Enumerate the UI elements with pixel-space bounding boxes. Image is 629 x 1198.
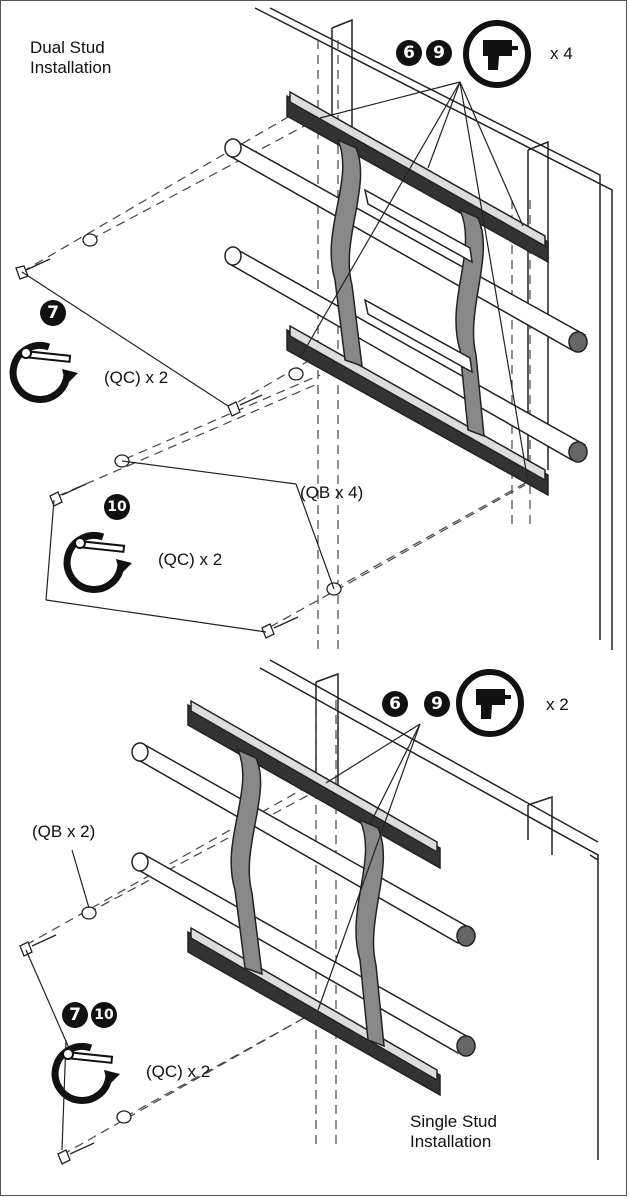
dual-step-9: 9	[426, 40, 452, 66]
dual-step-10: 10	[104, 494, 130, 520]
single-title: Single Stud Installation	[410, 1112, 497, 1152]
dual-wrench2-qty: (QC) x 2	[158, 550, 223, 569]
dual-mount	[286, 90, 549, 497]
wrench-rotate-icon	[13, 345, 78, 399]
single-title-line2: Installation	[410, 1132, 492, 1151]
dual-title-line1: Dual Stud	[30, 38, 105, 57]
single-title-line1: Single Stud	[410, 1112, 497, 1131]
dual-title: Dual Stud Installation	[30, 38, 111, 78]
wrench-rotate-icon	[67, 535, 132, 589]
dual-step-6: 6	[396, 40, 422, 66]
dual-wrench1-qty: (QC) x 2	[104, 368, 169, 387]
dual-wall	[254, 7, 613, 650]
single-hardware	[19, 906, 132, 1165]
single-wall	[259, 659, 599, 1160]
dual-drill-qty: x 4	[550, 44, 573, 63]
single-wrench-qty: (QC) x 2	[146, 1062, 211, 1081]
drill-icon	[459, 672, 521, 734]
single-step-9: 9	[424, 691, 450, 717]
dual-washer-qty: (QB x 4)	[300, 483, 364, 502]
single-pipes	[131, 742, 476, 1057]
drill-icon	[466, 23, 528, 85]
dual-leaders	[21, 81, 529, 633]
single-washer-qty: (QB x 2)	[32, 822, 96, 841]
single-step-7: 7	[62, 1002, 88, 1028]
single-step-6: 6	[382, 691, 408, 717]
dual-title-line2: Installation	[30, 58, 112, 77]
single-step-10: 10	[91, 1002, 117, 1028]
single-drill-qty: x 2	[546, 695, 569, 714]
dual-step-7: 7	[40, 300, 66, 326]
